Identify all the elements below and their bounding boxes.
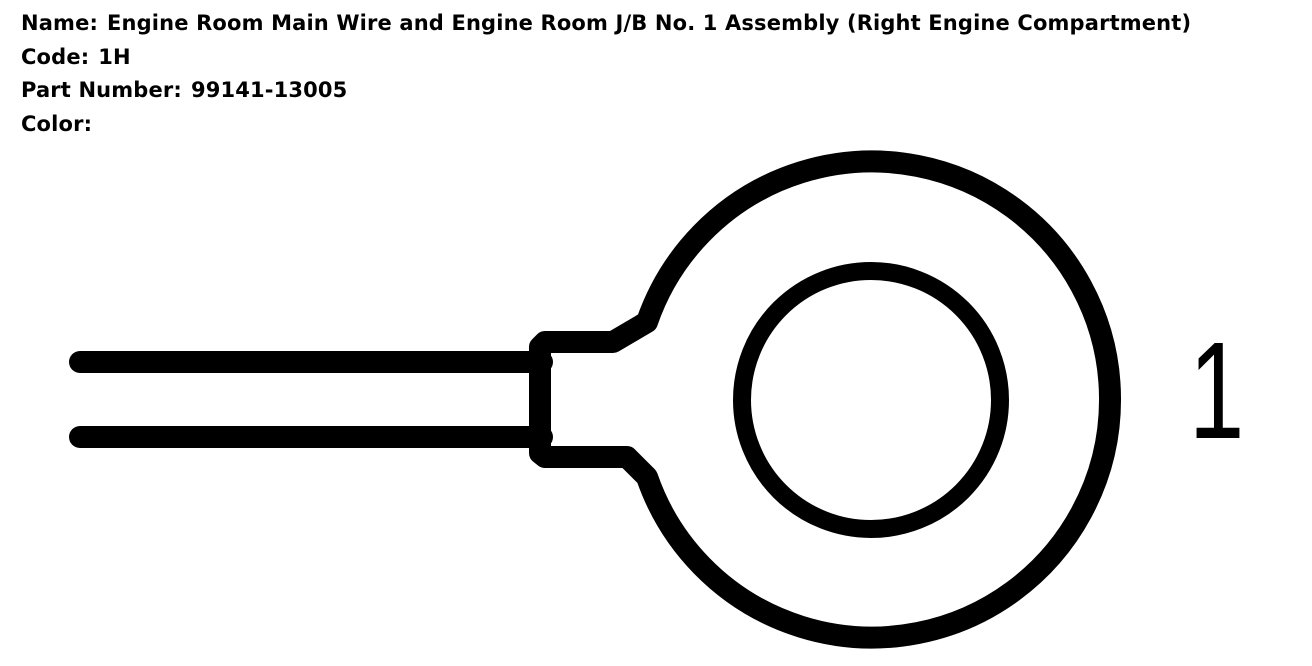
connector-info: Name: Engine Room Main Wire and Engine Ro…	[21, 7, 1191, 141]
stud-hole	[733, 262, 1009, 538]
part-number-label: Part Number:	[21, 78, 182, 102]
name-value: Engine Room Main Wire and Engine Room J/…	[107, 11, 1192, 35]
code-label: Code:	[21, 44, 90, 69]
code-row: Code: 1H	[21, 41, 1191, 75]
part-number-row: Part Number: 99141-13005	[21, 74, 1191, 108]
name-row: Name: Engine Room Main Wire and Engine Ro…	[21, 7, 1191, 41]
pin-number-label: 1	[1189, 314, 1245, 468]
color-row: Color:	[21, 108, 1191, 142]
color-label: Color:	[21, 111, 93, 136]
terminal-outline	[529, 150, 1121, 649]
part-number-value: 99141-13005	[190, 78, 348, 102]
name-label: Name:	[21, 11, 99, 35]
code-value: 1H	[98, 44, 131, 69]
